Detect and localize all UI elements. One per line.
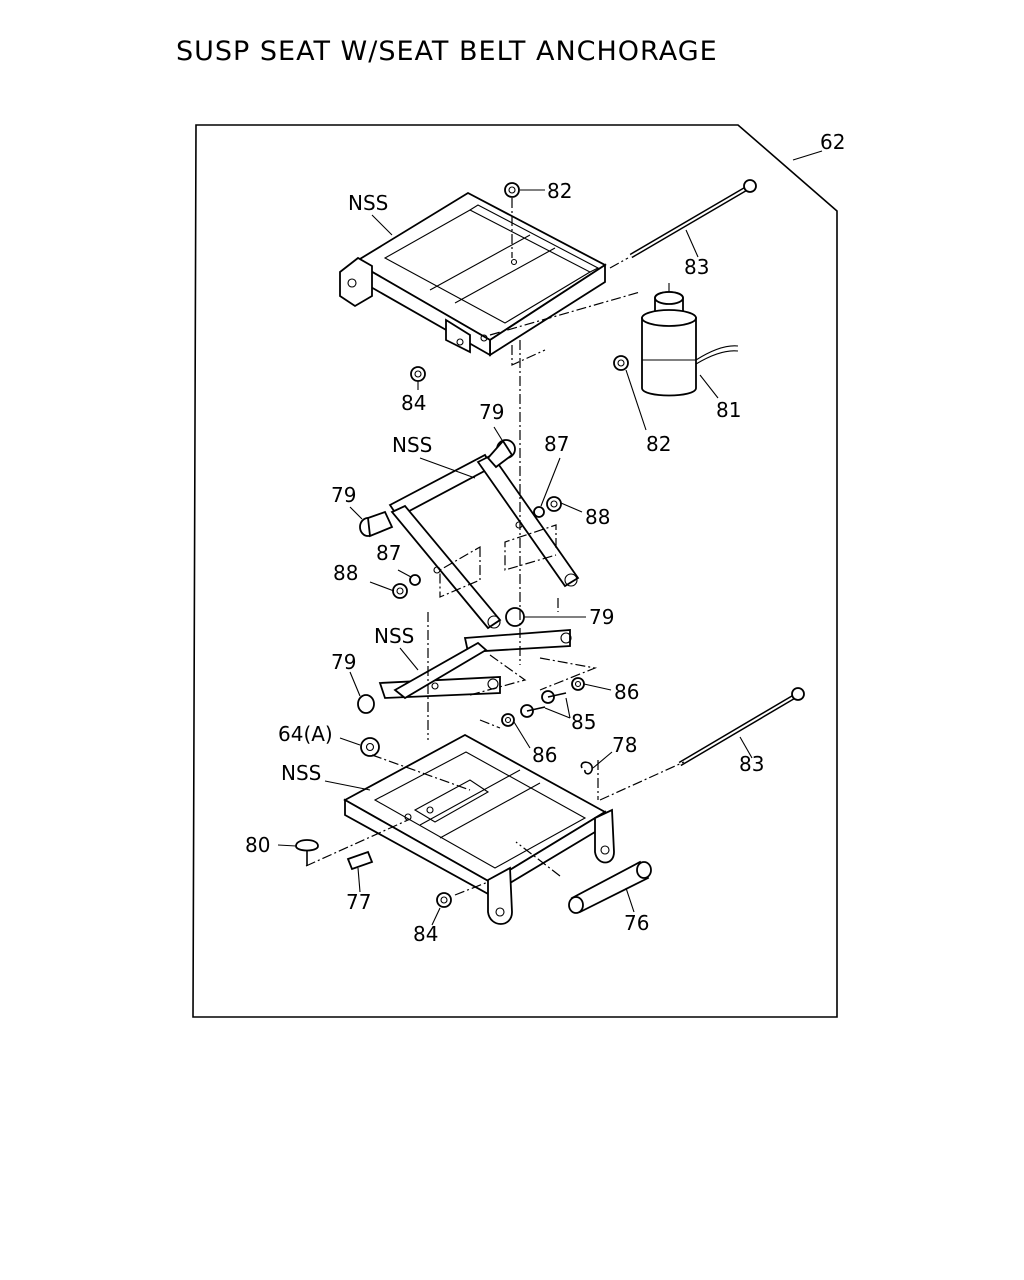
nut-86-lower <box>501 713 515 727</box>
nut-82-top <box>504 182 520 198</box>
callout-nss-top-frame: NSS <box>348 191 388 215</box>
shock-absorber <box>641 283 739 397</box>
callout-64a: 64(A) <box>278 722 333 746</box>
pin-77 <box>346 850 374 871</box>
nut-88-right <box>546 496 562 512</box>
diagram-title: SUSP SEAT W/SEAT BELT ANCHORAGE <box>176 36 718 67</box>
callout-87-right: 87 <box>544 432 569 456</box>
callout-84-base: 84 <box>413 922 438 946</box>
callout-nss-lower-arm: NSS <box>374 624 414 648</box>
top-seat-frame <box>339 191 607 357</box>
washer-87-left <box>409 574 421 586</box>
callout-86-upper: 86 <box>614 680 639 704</box>
callout-nss-upper-arm: NSS <box>392 433 432 457</box>
pin-83-top <box>629 179 757 259</box>
callout-81: 81 <box>716 398 741 422</box>
base-frame <box>343 733 615 925</box>
callout-85: 85 <box>571 710 596 734</box>
callout-nss-base: NSS <box>281 761 321 785</box>
clip-78 <box>580 761 593 775</box>
callout-88-right: 88 <box>585 505 610 529</box>
upper-scissor-arm <box>359 439 580 630</box>
callout-84-top: 84 <box>401 391 426 415</box>
callout-78: 78 <box>612 733 637 757</box>
diagram-frame <box>192 124 838 1018</box>
leader-lines <box>277 189 753 926</box>
callout-83-bottom: 83 <box>739 752 764 776</box>
nut-86-upper <box>571 677 585 691</box>
callout-77: 77 <box>346 890 371 914</box>
pin-83-bottom <box>678 687 805 767</box>
assembly-lines <box>305 198 685 896</box>
lower-scissor-arm <box>357 607 572 714</box>
callout-79-top: 79 <box>479 400 504 424</box>
callout-79-lower: 79 <box>331 650 356 674</box>
bolt-85-lower <box>520 704 546 718</box>
nut-88-left <box>392 583 408 599</box>
nut-84-base <box>436 892 452 908</box>
bolt-85-upper <box>541 690 567 704</box>
part-64a-bushing <box>360 737 380 757</box>
tube-76 <box>568 860 652 914</box>
callout-62: 62 <box>820 130 845 154</box>
callout-86-lower: 86 <box>532 743 557 767</box>
callout-82-shock: 82 <box>646 432 671 456</box>
nut-82-shock <box>613 355 629 371</box>
callout-79-middle: 79 <box>589 605 614 629</box>
callout-76: 76 <box>624 911 649 935</box>
callout-88-left: 88 <box>333 561 358 585</box>
callout-79-left: 79 <box>331 483 356 507</box>
washer-87-right <box>533 506 545 518</box>
callout-82-top: 82 <box>547 179 572 203</box>
callout-80: 80 <box>245 833 270 857</box>
callout-83-top: 83 <box>684 255 709 279</box>
knob-80 <box>295 839 319 866</box>
nut-84-top <box>410 366 426 382</box>
callout-87-left: 87 <box>376 541 401 565</box>
